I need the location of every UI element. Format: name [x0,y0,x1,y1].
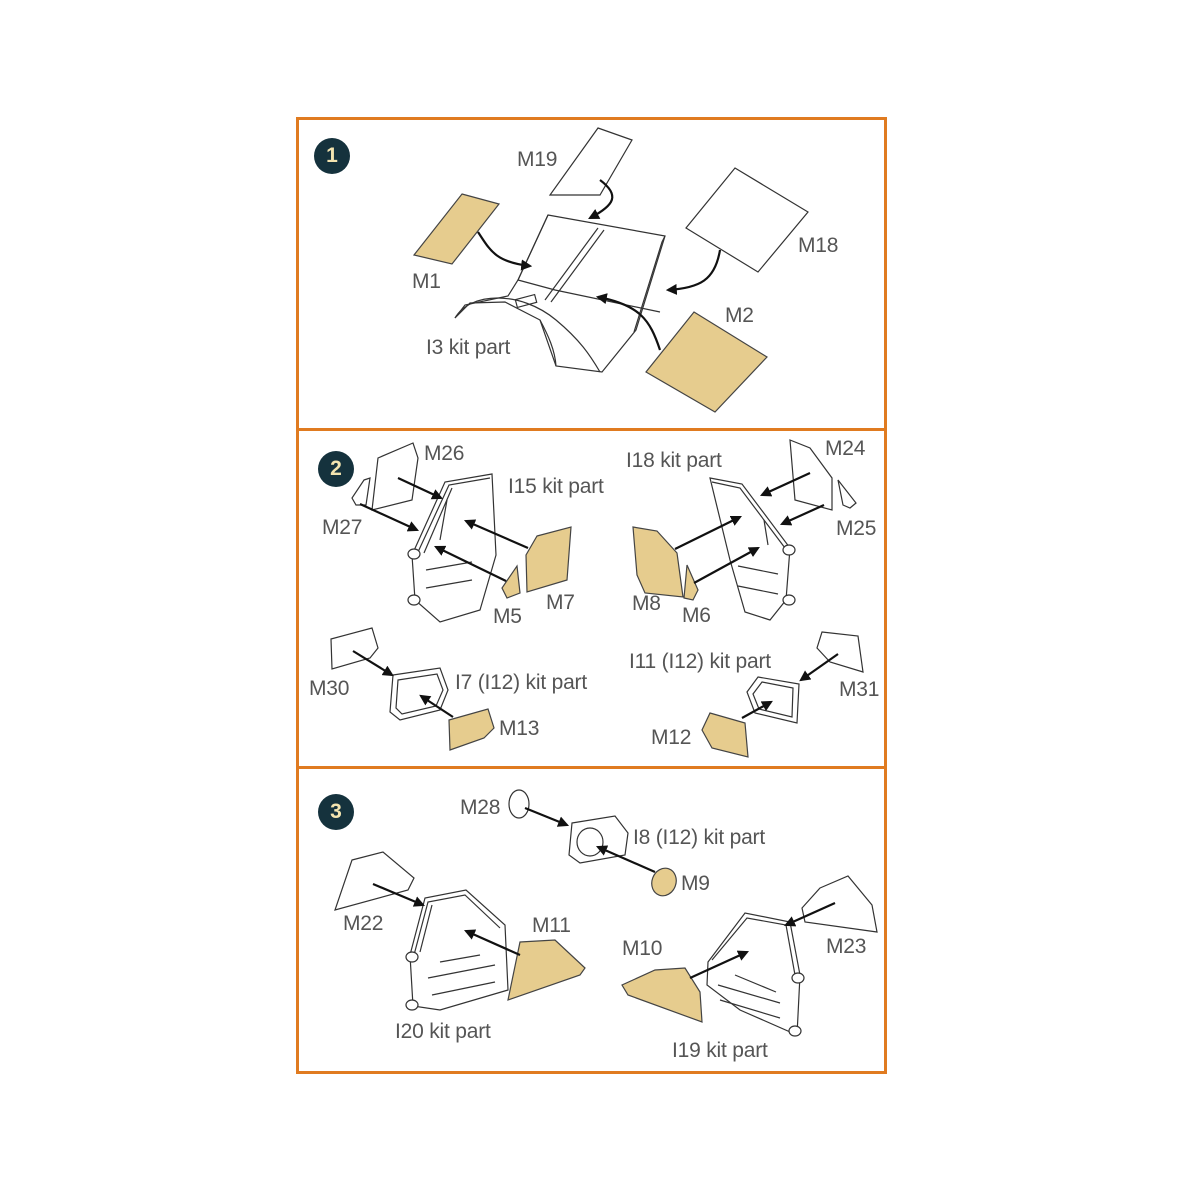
step-2-badge: 2 [318,451,354,487]
label-m1: M1 [412,270,441,293]
label-m12: M12 [651,726,692,749]
label-m8: M8 [632,592,661,615]
step-3-panel [296,766,887,1074]
label-m6: M6 [682,604,711,627]
label-m11: M11 [532,914,571,937]
label-m27: M27 [322,516,363,539]
label-m31: M31 [839,678,880,701]
label-m23: M23 [826,935,867,958]
label-m26: M26 [424,442,465,465]
step-3-badge: 3 [318,794,354,830]
label-m25: M25 [836,517,877,540]
label-i3-kit-part: I3 kit part [426,336,511,359]
label-m28: M28 [460,796,501,819]
label-i20-kit-part: I20 kit part [395,1020,491,1043]
label-i11-kit-part: I11 (I12) kit part [629,650,771,673]
label-m13: M13 [499,717,540,740]
step-1-badge: 1 [314,138,350,174]
step-1-panel [296,117,887,431]
label-i8-kit-part: I8 (I12) kit part [633,826,765,849]
label-i7-kit-part: I7 (I12) kit part [455,671,587,694]
label-m24: M24 [825,437,866,460]
label-m19: M19 [517,148,558,171]
label-m10: M10 [622,937,663,960]
label-m5: M5 [493,605,522,628]
label-m7: M7 [546,591,575,614]
label-m22: M22 [343,912,384,935]
label-i19-kit-part: I19 kit part [672,1039,768,1062]
label-i15-kit-part: I15 kit part [508,475,604,498]
label-m2: M2 [725,304,754,327]
label-m18: M18 [798,234,839,257]
label-i18-kit-part: I18 kit part [626,449,722,472]
label-m9: M9 [681,872,710,895]
label-m30: M30 [309,677,350,700]
